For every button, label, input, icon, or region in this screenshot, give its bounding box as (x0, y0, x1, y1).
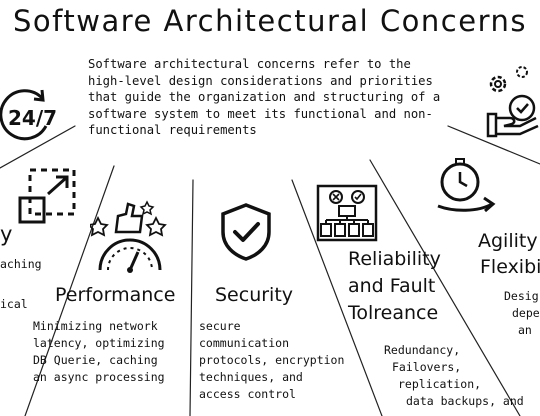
reliability-title-line: and Fault (348, 275, 436, 297)
security-desc-line: protocols, encryption (199, 353, 345, 367)
security-title: Security (215, 284, 294, 306)
server-network-icon (316, 184, 378, 242)
shield-check-icon (221, 203, 271, 261)
security-desc-line: techniques, and (199, 370, 303, 384)
divider-line (291, 179, 383, 416)
divider-line (189, 179, 194, 416)
scalability-desc-line: aching (0, 257, 42, 271)
performance-desc-line: Minimizing network (33, 319, 158, 333)
agility-desc-line: depe (512, 306, 540, 320)
reliability-title-line: Tolreance (348, 302, 439, 324)
24-7-icon: 24/7 (0, 89, 56, 141)
performance-title: Performance (55, 284, 176, 306)
reliability-title-line: Reliability (348, 248, 441, 270)
divider-line (369, 159, 521, 416)
svg-text:24/7: 24/7 (8, 106, 56, 130)
performance-desc-line: DB Querie, caching (33, 353, 158, 367)
reliability-desc-line: data backups, and (406, 394, 524, 408)
performance-desc-line: latency, optimizing (33, 336, 165, 350)
agility-title-line: Agility (478, 230, 538, 252)
gears-hand-icon (486, 66, 539, 138)
speedometer-icon (90, 200, 167, 273)
scalability-title-fragment: y (0, 222, 13, 246)
speed-clock-icon (437, 158, 496, 213)
reliability-desc-line: Redundancy, (384, 343, 461, 357)
performance-desc-line: an async processing (33, 370, 165, 384)
security-desc-line: communication (199, 336, 290, 350)
divider-line (24, 165, 115, 416)
agility-title-line: Flexibi (480, 256, 540, 278)
reliability-desc-line: replication, (398, 377, 482, 391)
divider-line (0, 125, 76, 169)
scalability-desc-line: ical (0, 297, 28, 311)
reliability-desc-line: Failovers, (392, 360, 462, 374)
expand-arrows-icon (18, 168, 76, 224)
page-title: Software Architectural Concerns (13, 4, 527, 38)
security-desc-line: access control (199, 387, 296, 401)
intro-paragraph: Software architectural concerns refer to… (88, 57, 441, 137)
security-desc-line: secure (199, 319, 241, 333)
agility-desc-line: an (518, 323, 532, 337)
divider-line (447, 125, 540, 165)
agility-desc-line: Desig (504, 289, 539, 303)
